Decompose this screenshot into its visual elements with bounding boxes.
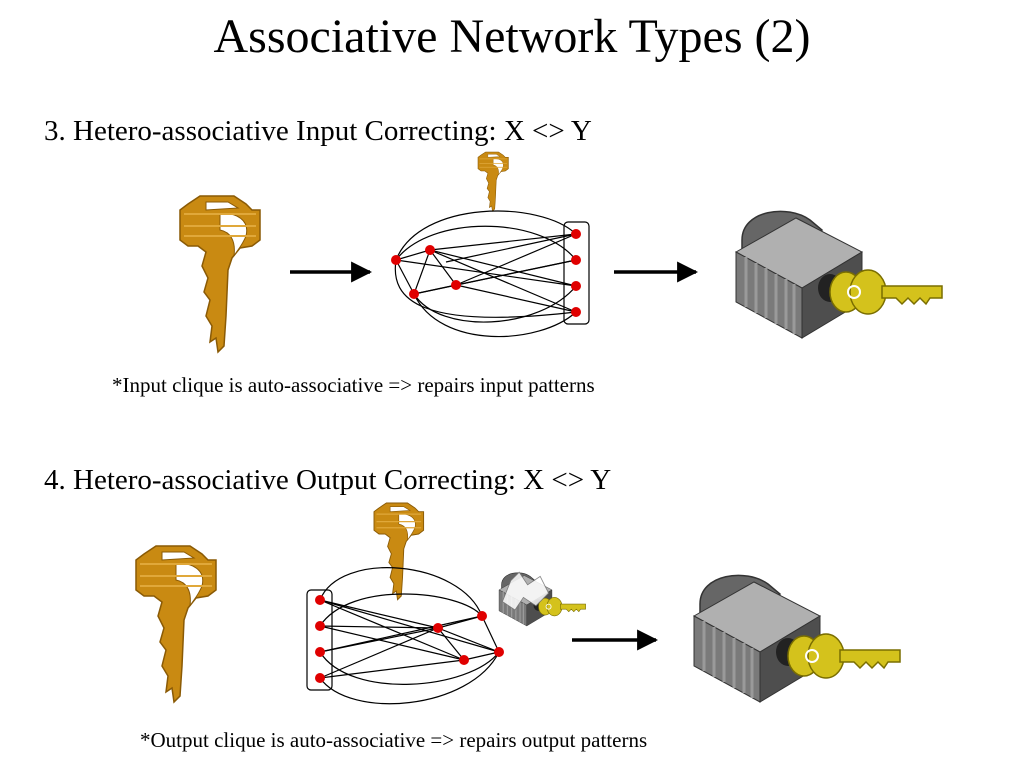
padlock-with-key-icon	[734, 209, 944, 340]
input-correcting-network	[394, 210, 590, 338]
padlock-with-key-icon	[692, 573, 902, 704]
output-correcting-network	[306, 567, 500, 705]
small-key-icon	[373, 502, 425, 601]
section-4-note: *Output clique is auto-associative => re…	[140, 728, 648, 752]
section-3-diagram	[179, 151, 944, 353]
section-3-heading: 3. Hetero-associative Input Correcting: …	[44, 115, 592, 147]
network-nodes	[391, 229, 581, 317]
section-4-heading: 4. Hetero-associative Output Correcting:…	[44, 464, 612, 496]
section-4-diagram	[135, 502, 902, 705]
slide-title: Associative Network Types (2)	[213, 10, 811, 63]
damaged-key-icon	[179, 195, 261, 353]
damaged-key-icon	[135, 545, 217, 703]
small-padlock-icon	[498, 571, 587, 627]
network-nodes	[315, 595, 504, 683]
section-3-note: *Input clique is auto-associative => rep…	[112, 373, 595, 397]
small-key-icon	[477, 151, 509, 212]
